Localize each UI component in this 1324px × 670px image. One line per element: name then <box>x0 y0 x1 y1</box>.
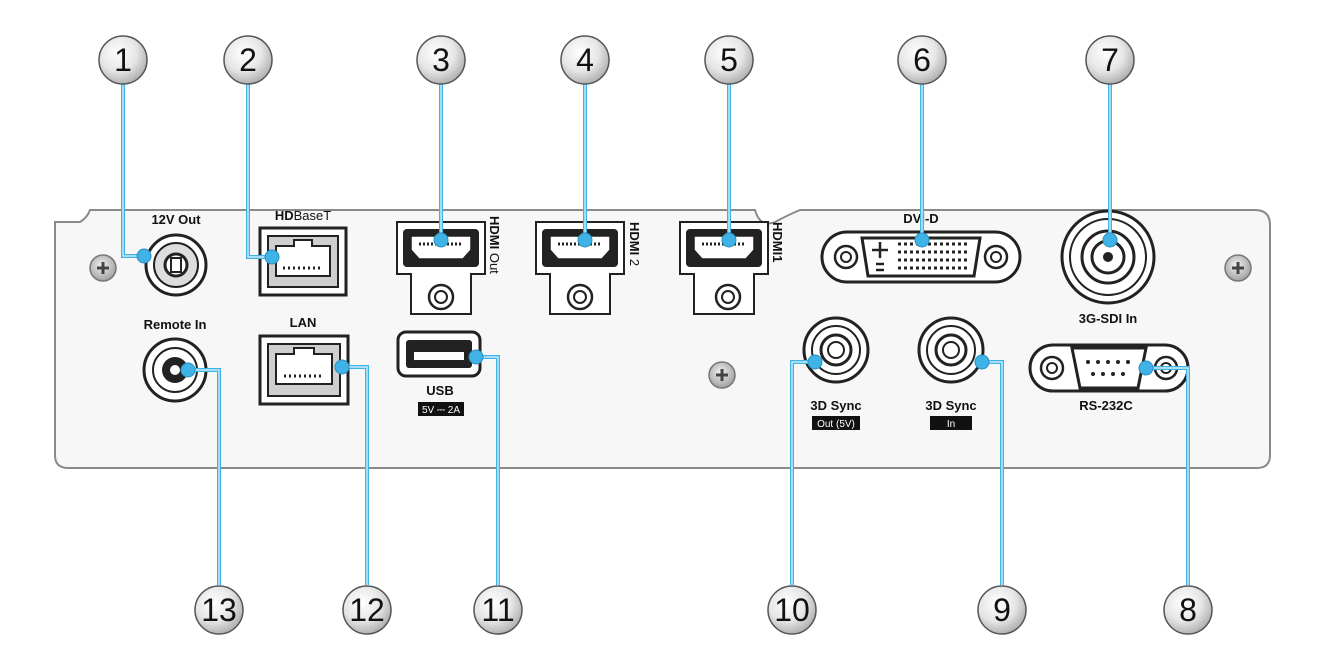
callout-5: 5 <box>704 35 754 85</box>
callout-12: 12 <box>342 585 392 635</box>
sync-in-badge-text: In <box>947 419 955 430</box>
callout-8: 8 <box>1163 585 1213 635</box>
screw-icon <box>89 254 117 282</box>
hdmi-out-port <box>396 221 486 315</box>
label-sdi-in: 3G-SDI In <box>1079 311 1138 326</box>
hdmi-1-port <box>679 221 769 315</box>
callout-11: 11 <box>473 585 523 635</box>
label-3d-sync-in: 3D Sync <box>925 398 976 413</box>
callout-9: 9 <box>977 585 1027 635</box>
label-lan: LAN <box>290 315 317 330</box>
svg-text:4: 4 <box>576 42 594 78</box>
label-3d-sync-out: 3D Sync <box>810 398 861 413</box>
usb-power-badge-text: 5V ⎓ 2A <box>422 405 460 416</box>
label-remote-in: Remote In <box>144 317 207 332</box>
svg-text:12: 12 <box>349 592 385 628</box>
callout-10: 10 <box>767 585 817 635</box>
callout-1: 1 <box>98 35 148 85</box>
label-hdbaset-rest: BaseT <box>294 208 332 223</box>
usb-port <box>396 330 482 378</box>
sync-in-badge <box>930 416 972 430</box>
3d-sync-in-port <box>917 316 985 384</box>
callout-6: 6 <box>897 35 947 85</box>
label-12v-out: 12V Out <box>151 212 201 227</box>
usb-power-badge <box>418 402 464 416</box>
callout-4: 4 <box>560 35 610 85</box>
svg-text:HDMI 2: HDMI 2 <box>627 222 642 266</box>
callout-3: 3 <box>416 35 466 85</box>
hdbaset-port <box>258 226 348 297</box>
svg-text:13: 13 <box>201 592 237 628</box>
sync-out-badge-text: Out (5V) <box>817 419 855 430</box>
remote-in-jack <box>142 337 208 403</box>
callout-2: 2 <box>223 35 273 85</box>
hdmi-2-port <box>535 221 625 315</box>
svg-text:10: 10 <box>774 592 810 628</box>
screw-icon <box>708 361 736 389</box>
dc-12v-out-jack <box>144 233 208 297</box>
svg-text:5: 5 <box>720 42 738 78</box>
svg-text:11: 11 <box>481 592 514 628</box>
label-usb: USB <box>426 383 453 398</box>
callout-7: 7 <box>1085 35 1135 85</box>
label-rs232c: RS-232C <box>1079 398 1133 413</box>
screw-icon <box>1224 254 1252 282</box>
sdi-in-port <box>1060 209 1156 305</box>
leader-lines <box>121 84 1190 585</box>
svg-text:8: 8 <box>1179 592 1197 628</box>
label-hdmi1: HDMI1 <box>770 222 785 262</box>
label-hdmi2-bold: HDMI <box>627 222 642 255</box>
svg-text:2: 2 <box>239 42 257 78</box>
dvi-d-port <box>820 230 1022 284</box>
svg-text:HDMI Out: HDMI Out <box>487 216 502 274</box>
sync-out-badge <box>812 416 860 430</box>
label-hdmi-out-bold: HDMI <box>487 216 502 249</box>
svg-text:7: 7 <box>1101 42 1119 78</box>
3d-sync-out-port <box>802 316 870 384</box>
label-hdmi-out-rest: Out <box>487 249 502 274</box>
callout-13: 13 <box>194 585 244 635</box>
svg-text:1: 1 <box>114 42 132 78</box>
label-hdbaset-bold: HD <box>275 208 294 223</box>
lan-port <box>258 334 350 406</box>
label-hdmi2-rest: 2 <box>627 255 642 266</box>
leader-endpoints <box>136 232 1154 378</box>
svg-text:3: 3 <box>432 42 450 78</box>
svg-text:9: 9 <box>993 592 1011 628</box>
svg-text:HDBaseT: HDBaseT <box>275 208 331 223</box>
rs232c-port <box>1028 343 1190 393</box>
svg-text:6: 6 <box>913 42 931 78</box>
